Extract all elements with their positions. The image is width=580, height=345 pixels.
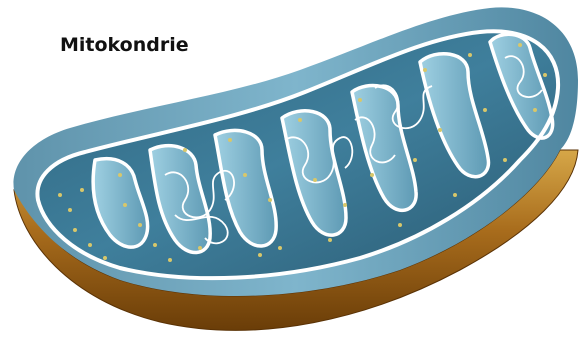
granule bbox=[503, 158, 507, 162]
granule bbox=[298, 118, 302, 122]
granule bbox=[88, 243, 92, 247]
granule bbox=[483, 108, 487, 112]
granule bbox=[183, 148, 187, 152]
granule bbox=[313, 178, 317, 182]
granule bbox=[533, 108, 537, 112]
granule bbox=[258, 253, 262, 257]
granule bbox=[278, 246, 282, 250]
granule bbox=[398, 223, 402, 227]
granule bbox=[103, 256, 107, 260]
granule bbox=[58, 193, 62, 197]
granule bbox=[358, 98, 362, 102]
granule bbox=[68, 208, 72, 212]
granule bbox=[328, 238, 332, 242]
granule bbox=[370, 173, 374, 177]
granule bbox=[518, 43, 522, 47]
granule bbox=[343, 203, 347, 207]
granule bbox=[118, 173, 122, 177]
granule bbox=[543, 73, 547, 77]
granule bbox=[73, 228, 77, 232]
granule bbox=[453, 193, 457, 197]
granule bbox=[153, 243, 157, 247]
granule bbox=[423, 68, 427, 72]
granule bbox=[228, 138, 232, 142]
granule bbox=[243, 173, 247, 177]
granule bbox=[80, 188, 84, 192]
granule bbox=[438, 128, 442, 132]
granule bbox=[198, 246, 202, 250]
granule bbox=[468, 53, 472, 57]
granule bbox=[138, 223, 142, 227]
granule bbox=[413, 158, 417, 162]
granule bbox=[123, 203, 127, 207]
granule bbox=[168, 258, 172, 262]
granule bbox=[268, 198, 272, 202]
